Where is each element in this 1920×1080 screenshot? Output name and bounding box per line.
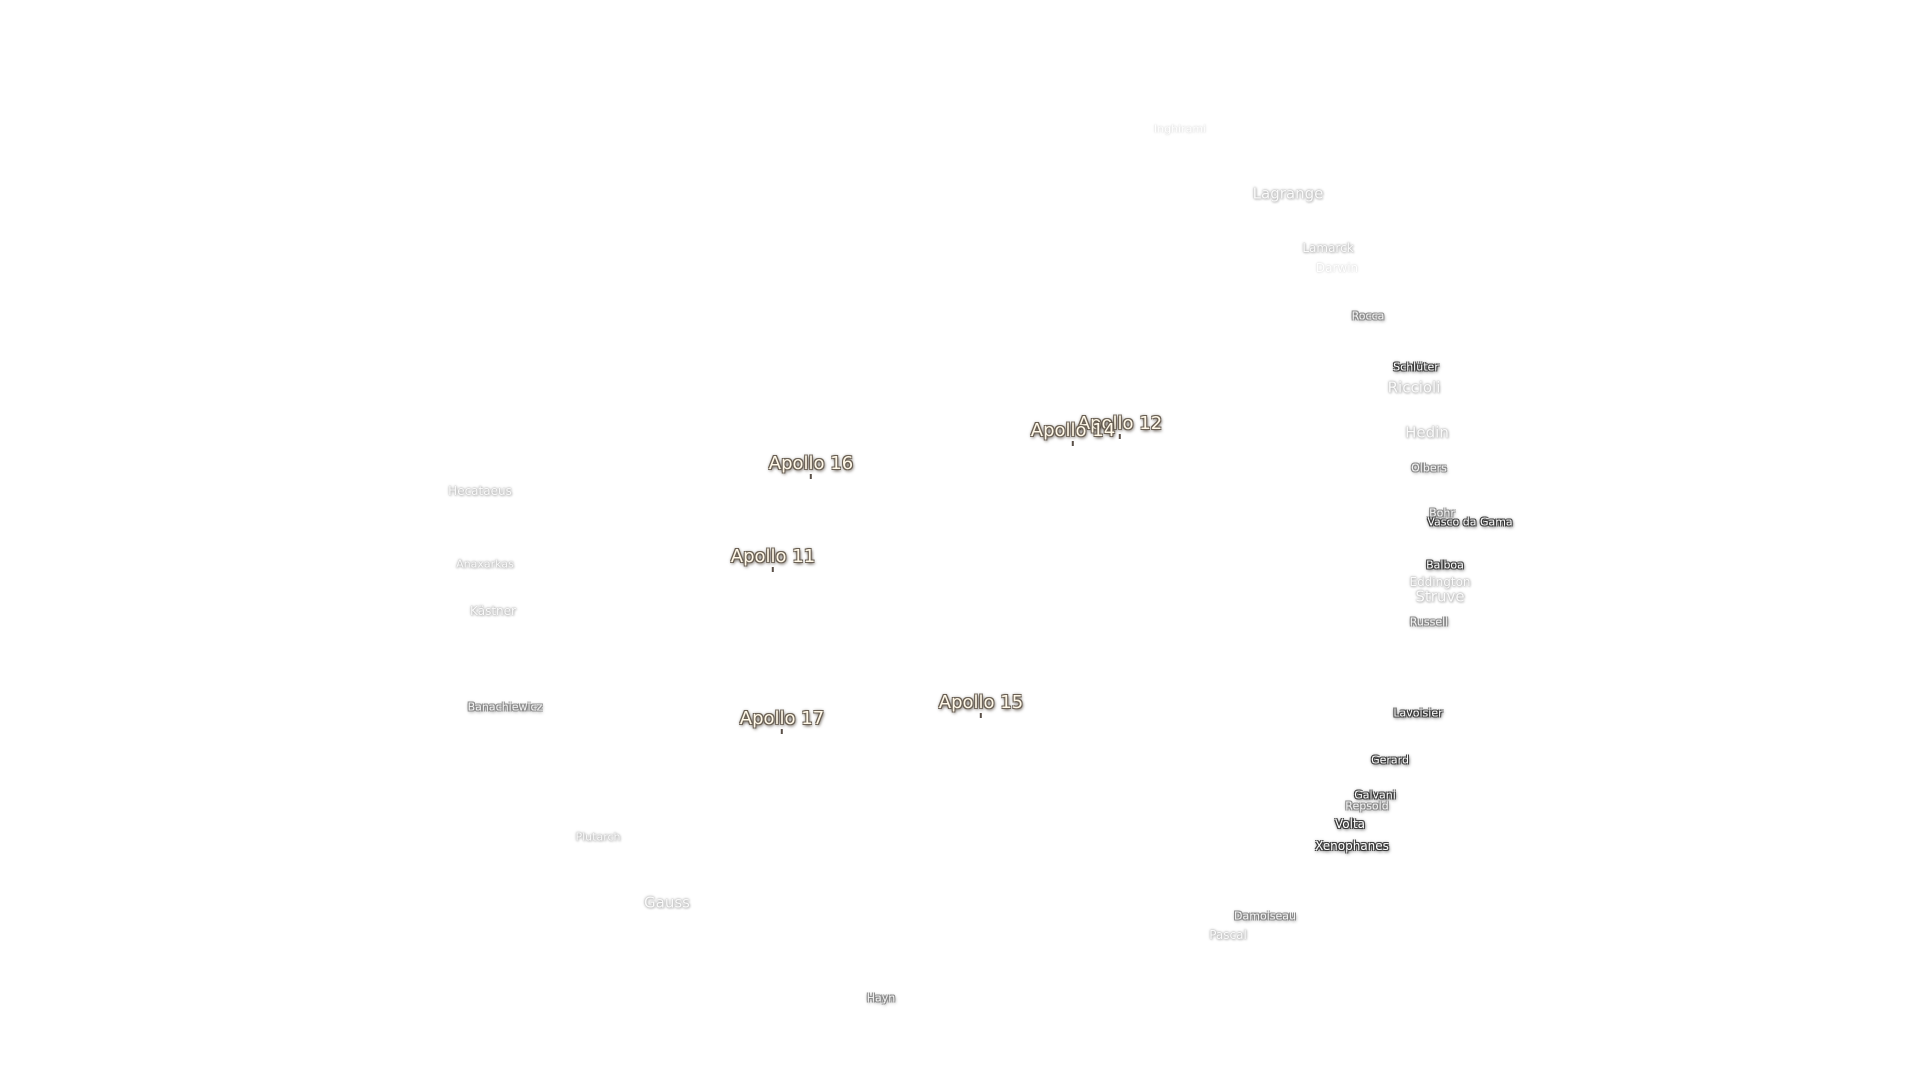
landing-site-pin-icon	[810, 474, 812, 479]
crater-label-eddington[interactable]: Eddington	[1409, 575, 1471, 589]
crater-label-struve[interactable]: Struve	[1415, 587, 1465, 606]
crater-label-plutarch[interactable]: Plutarch	[575, 830, 621, 844]
crater-label-kastner[interactable]: Kästner	[470, 604, 516, 618]
landing-site-pin-icon	[772, 567, 774, 572]
apollo-site-name: Apollo 15	[938, 692, 1024, 713]
crater-label-lavoisier[interactable]: Lavoisier	[1393, 706, 1443, 720]
landing-site-pin-icon	[980, 713, 982, 718]
crater-label-riccioli[interactable]: Riccioli	[1387, 378, 1441, 397]
crater-label-inghirami[interactable]: Inghirami	[1153, 122, 1207, 136]
crater-label-gerard[interactable]: Gerard	[1371, 753, 1409, 767]
crater-label-banachiewicz[interactable]: Banachiewicz	[467, 700, 543, 714]
apollo-site-name: Apollo 11	[730, 546, 816, 567]
crater-label-hayn[interactable]: Hayn	[866, 991, 896, 1005]
apollo-site-name: Apollo 17	[739, 708, 825, 729]
crater-label-rocca[interactable]: Rocca	[1351, 309, 1385, 323]
apollo-site-label[interactable]: Apollo 16	[768, 453, 854, 479]
apollo-site-name: Apollo 14	[1030, 420, 1116, 441]
crater-label-vasco-da-gama[interactable]: Vasco da Gama	[1427, 515, 1513, 529]
apollo-site-label[interactable]: Apollo 15	[938, 692, 1024, 718]
landing-site-pin-icon	[1072, 441, 1074, 446]
apollo-site-name: Apollo 12	[1077, 413, 1163, 434]
crater-label-anaxarkas[interactable]: Anaxarkas	[456, 557, 514, 571]
crater-label-lagrange[interactable]: Lagrange	[1252, 184, 1324, 203]
crater-label-gauss[interactable]: Gauss	[644, 893, 690, 912]
apollo-site-label[interactable]: Apollo 12	[1077, 413, 1163, 439]
landing-site-pin-icon	[1119, 434, 1121, 439]
apollo-site-label[interactable]: Apollo 11	[730, 546, 816, 572]
crater-label-hecataeus[interactable]: Hecataeus	[448, 484, 512, 498]
crater-label-volta[interactable]: Volta	[1334, 817, 1366, 831]
apollo-site-label[interactable]: Apollo 14	[1030, 420, 1116, 446]
crater-label-darwin[interactable]: Darwin	[1315, 261, 1359, 275]
crater-label-balboa[interactable]: Balboa	[1426, 558, 1464, 572]
crater-label-xenophanes[interactable]: Xenophanes	[1315, 839, 1389, 853]
apollo-site-label[interactable]: Apollo 17	[739, 708, 825, 734]
crater-label-hedin[interactable]: Hedin	[1405, 423, 1449, 442]
crater-label-olbers[interactable]: Olbers	[1411, 461, 1447, 475]
landing-site-pin-icon	[781, 729, 783, 734]
crater-label-repsold[interactable]: Repsold	[1345, 799, 1389, 813]
crater-label-schluter[interactable]: Schlüter	[1393, 360, 1439, 374]
crater-label-galvani[interactable]: Galvani	[1354, 788, 1396, 802]
crater-label-damoiseau[interactable]: Damoiseau	[1234, 909, 1296, 923]
crater-label-russell[interactable]: Russell	[1409, 615, 1449, 629]
crater-label-bohr[interactable]: Bohr	[1429, 506, 1455, 520]
crater-label-pascal[interactable]: Pascal	[1209, 928, 1247, 942]
apollo-site-name: Apollo 16	[768, 453, 854, 474]
crater-label-lamarck[interactable]: Lamarck	[1302, 241, 1354, 255]
